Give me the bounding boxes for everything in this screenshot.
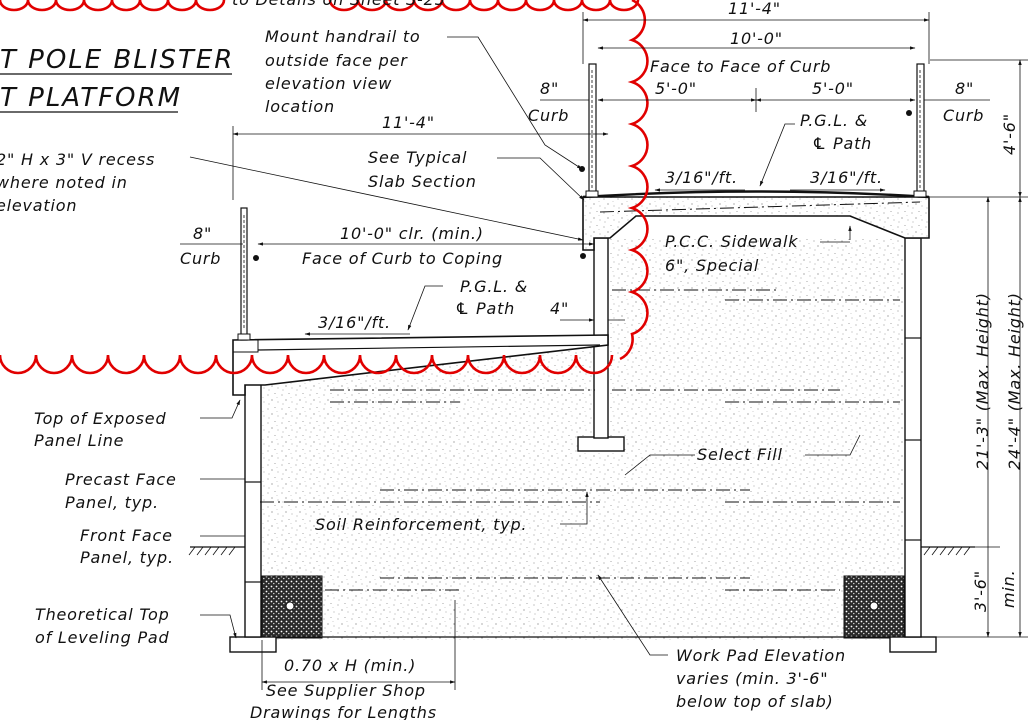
right-wall-panel: [904, 237, 922, 638]
post-footing: [577, 436, 625, 452]
callout-work-pad-2: varies (min. 3'-6": [676, 669, 828, 688]
dim-lower-clear: 10'-0" clr. (min.): [340, 224, 484, 243]
drain-pipe-left: [285, 601, 295, 611]
leveling-pad-right: [889, 636, 937, 653]
callout-sidewalk-2: 6", Special: [665, 256, 759, 275]
dim-half-left: 5'-0": [655, 79, 697, 98]
top-note: to Details on Sheet S-25: [232, 0, 446, 9]
callout-pgl-upper-1: P.G.L. &: [800, 111, 868, 130]
callout-recess-1: 2" H x 3" V recess: [0, 150, 155, 169]
soil-reinforcement-lines: [260, 289, 900, 591]
callout-front-face-2: Panel, typ.: [80, 548, 174, 567]
callout-handrail-1: Mount handrail to: [265, 27, 421, 46]
handrail-upper-right: [913, 63, 927, 198]
revision-cloud-horizontal: [0, 354, 614, 375]
dim-embed-min: min.: [999, 570, 1018, 608]
slope-upper-right: 3/16"/ft.: [810, 168, 883, 187]
dim-rail-height: 4'-6": [1000, 113, 1019, 155]
dim-lower-curb: 8": [193, 224, 212, 243]
anchor-dot-lower: [253, 255, 259, 261]
dim-face-to-face: Face to Face of Curb: [650, 57, 831, 76]
callout-handrail-4: location: [265, 97, 335, 116]
backfill-lower: [260, 345, 600, 640]
callout-work-pad-3: below top of slab): [676, 692, 834, 711]
dim-face-curb-coping: Face of Curb to Coping: [302, 249, 503, 268]
anchor-dot-recess: [580, 253, 586, 259]
callout-top-exposed-2: Panel Line: [34, 431, 124, 450]
ground-symbol-right: [921, 546, 975, 556]
callout-top-exposed-1: Top of Exposed: [34, 409, 166, 428]
lower-slab: [232, 334, 609, 396]
callout-work-pad-1: Work Pad Elevation: [676, 646, 846, 665]
title-line1: T POLE BLISTER: [0, 45, 234, 75]
callout-soil-reinf: Soil Reinforcement, typ.: [315, 515, 527, 534]
left-wall-panel: [244, 382, 262, 638]
leader-lines: [189, 36, 861, 656]
dim-curb-left-top-label: Curb: [528, 106, 569, 125]
callout-typical-slab-1: See Typical: [368, 148, 467, 167]
dim-lower-overall: 11'-4": [382, 113, 435, 132]
upper-slab-rebar: [599, 201, 921, 213]
slope-upper-left: 3/16"/ft.: [665, 168, 738, 187]
lower-slab-inner: [257, 344, 601, 351]
dim-top-clear: 10'-0": [730, 29, 783, 48]
dim-embed: 3'-6": [971, 570, 990, 612]
dim-max-height-2: 24'-4" (Max. Height): [1005, 292, 1024, 470]
dim-half-right: 5'-0": [812, 79, 854, 98]
handrail-upper-left: [585, 63, 599, 198]
upper-slab: [582, 196, 930, 251]
dimension-lines: [180, 12, 1028, 690]
leveling-pad-left: [229, 636, 277, 653]
dim-lower-curb-label: Curb: [180, 249, 221, 268]
callout-precast-2: Panel, typ.: [65, 493, 159, 512]
callout-handrail-3: elevation view: [265, 74, 392, 93]
slope-lower: 3/16"/ft.: [318, 313, 391, 332]
callout-pgl-lower-1: P.G.L. &: [460, 277, 528, 296]
handrail-lower-left: [237, 207, 251, 341]
callout-front-face-1: Front Face: [80, 526, 173, 545]
callout-typical-slab-2: Slab Section: [368, 172, 477, 191]
callout-recess-3: elevation: [0, 196, 77, 215]
callout-handrail-2: outside face per: [265, 51, 408, 70]
dim-curb-left-top: 8": [540, 79, 559, 98]
dim-curb-right-top: 8": [955, 79, 974, 98]
drain-pipe-right: [869, 601, 879, 611]
dim-curb-right-top-label: Curb: [943, 106, 984, 125]
dim-max-height-1: 21'-3" (Max. Height): [973, 292, 992, 470]
dim-top-overall: 11'-4": [728, 0, 781, 18]
callout-theoretical-2: of Leveling Pad: [35, 628, 170, 647]
callout-supplier-2: Drawings for Lengths: [250, 703, 437, 720]
callout-theoretical-1: Theoretical Top: [35, 605, 170, 624]
callout-select-fill: Select Fill: [697, 445, 783, 464]
callout-sidewalk-1: P.C.C. Sidewalk: [665, 232, 798, 251]
revision-cloud-vertical: [619, 0, 649, 361]
title-line2: T PLATFORM: [0, 83, 182, 113]
revision-cloud-top: [0, 0, 640, 12]
dim-reinf-length: 0.70 x H (min.): [284, 656, 416, 675]
callout-supplier-1: See Supplier Shop: [266, 681, 426, 700]
dim-gap-4in: 4": [550, 299, 569, 318]
callout-pgl-upper-2: ℄ Path: [812, 134, 872, 153]
upper-slab-top: [582, 190, 930, 199]
callout-pgl-lower-2: ℄ Path: [455, 299, 515, 318]
callout-recess-2: where noted in: [0, 173, 128, 192]
ground-symbol-left: [188, 546, 245, 556]
anchor-dot-upper-right: [906, 110, 912, 116]
callout-precast-1: Precast Face: [65, 470, 177, 489]
backfill-upper: [580, 238, 905, 640]
